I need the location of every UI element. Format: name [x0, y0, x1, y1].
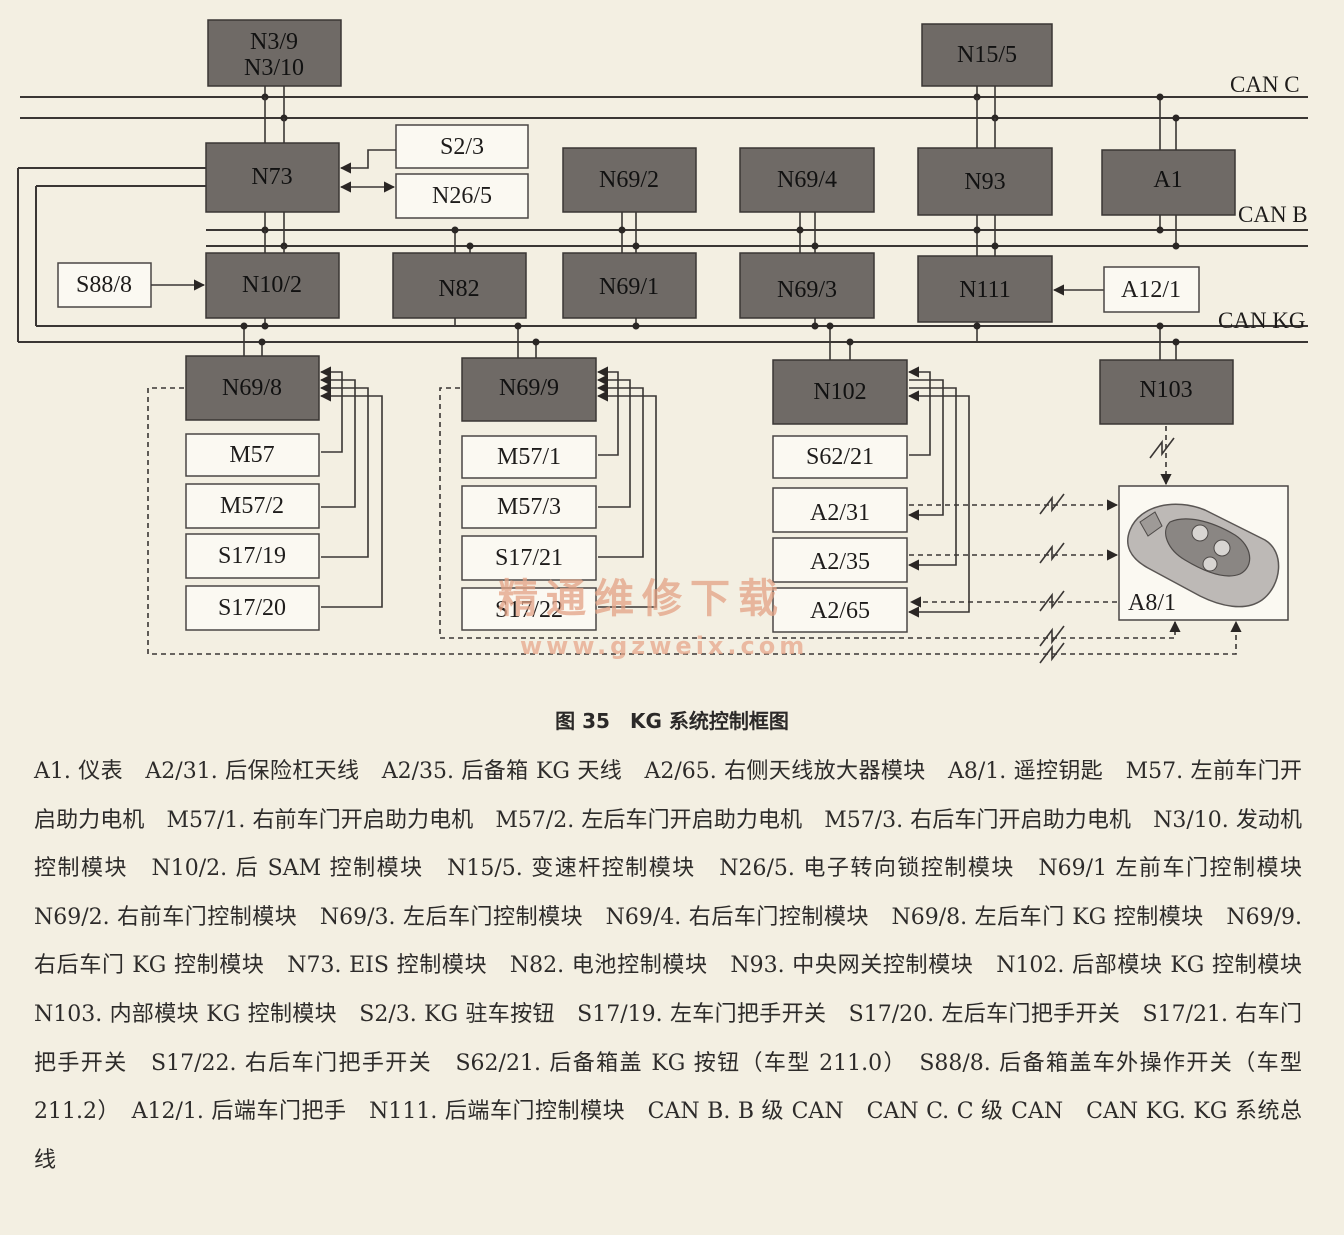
module-n10-2: N10/2: [205, 252, 340, 319]
m57-2-label: M57/2: [220, 493, 284, 519]
instrument-a1: A1: [1101, 149, 1236, 216]
can-kg-bus: [17, 167, 1308, 343]
a2-35-label: A2/35: [810, 549, 870, 575]
antenna-a2-35: A2/35: [772, 537, 908, 583]
switch-s88-8: S88/8: [57, 262, 152, 308]
module-n69-8: N69/8: [185, 355, 320, 421]
n69-1-label: N69/1: [599, 274, 659, 300]
module-n102: N102: [772, 359, 908, 425]
n69-9-wiring: [439, 366, 1181, 639]
n111-label: N111: [959, 277, 1011, 303]
antenna-a2-31: A2/31: [772, 487, 908, 533]
n10-2-label: N10/2: [242, 272, 302, 298]
s62-21-label: S62/21: [806, 444, 874, 470]
n69-8-wiring: [147, 366, 1242, 655]
m57-1-label: M57/1: [497, 444, 561, 470]
s17-22-label: S17/22: [495, 597, 563, 623]
n103-label: N103: [1139, 377, 1192, 403]
can-b-label: CAN B: [1238, 202, 1308, 227]
module-n82: N82: [392, 252, 527, 319]
s2-3-label: S2/3: [440, 134, 484, 160]
n69-4-label: N69/4: [777, 167, 837, 193]
door-handle-a12-1: A12/1: [1103, 266, 1200, 313]
button-s62-21: S62/21: [772, 435, 908, 479]
motor-m57-2: M57/2: [185, 483, 320, 529]
motor-m57-3: M57/3: [461, 485, 597, 529]
bus-taps: [240, 86, 1180, 360]
watermark-cn: 精通维修下载: [498, 576, 786, 622]
module-n69-1: N69/1: [562, 252, 697, 319]
module-n73: N73: [205, 142, 340, 213]
m57-label: M57: [229, 442, 274, 468]
n82-label: N82: [438, 276, 479, 302]
n102-label: N102: [813, 379, 866, 405]
module-n26-5: N26/5: [395, 173, 529, 219]
module-n69-4: N69/4: [739, 147, 875, 213]
a2-31-label: A2/31: [810, 500, 870, 526]
s88-8-label: S88/8: [76, 272, 132, 298]
switch-s2-3: S2/3: [395, 124, 529, 169]
module-n15-5: N15/5: [921, 23, 1053, 87]
n73-label: N73: [251, 164, 292, 190]
can-kg-label: CAN KG: [1218, 308, 1306, 333]
s2-3-to-n73-arrow: [339, 149, 396, 174]
a8-1-label: A8/1: [1128, 590, 1176, 616]
n3-9-label: N3/9: [250, 29, 298, 55]
remote-key-a8-1: A8/1: [1118, 485, 1289, 621]
can-c-bus: [20, 96, 1308, 119]
module-n3-9-n3-10: N3/9 N3/10: [207, 19, 342, 87]
module-n111: N111: [917, 255, 1053, 323]
module-n69-3: N69/3: [739, 252, 875, 319]
n103-wireless-link: [1149, 426, 1175, 486]
module-n93: N93: [917, 147, 1053, 216]
module-n103: N103: [1099, 359, 1234, 425]
can-c-label: CAN C: [1230, 72, 1300, 97]
a1-label: A1: [1153, 167, 1182, 193]
switch-s17-19: S17/19: [185, 533, 320, 579]
module-n69-9: N69/9: [461, 357, 597, 422]
can-b-bus: [206, 229, 1308, 247]
switch-s17-21: S17/21: [461, 535, 597, 581]
n102-wiring: [907, 366, 1119, 664]
n69-2-label: N69/2: [599, 167, 659, 193]
module-n69-2: N69/2: [562, 147, 697, 213]
s17-21-label: S17/21: [495, 545, 563, 571]
switch-s17-22: S17/22: [461, 587, 597, 631]
figure-legend: A1. 仪表 A2/31. 后保险杠天线 A2/35. 后备箱 KG 天线 A2…: [34, 759, 1325, 1173]
motor-m57: M57: [185, 433, 320, 477]
motor-m57-1: M57/1: [461, 435, 597, 479]
watermark-url: www.gzweix.com: [520, 632, 808, 660]
n93-label: N93: [964, 169, 1005, 195]
key-fob-icon: [1127, 503, 1280, 608]
n69-3-label: N69/3: [777, 277, 837, 303]
n26-5-label: N26/5: [432, 183, 492, 209]
s17-19-label: S17/19: [218, 543, 286, 569]
a2-65-label: A2/65: [810, 598, 870, 624]
m57-3-label: M57/3: [497, 494, 561, 520]
s17-20-label: S17/20: [218, 595, 286, 621]
n69-8-label: N69/8: [222, 375, 282, 401]
kg-system-block-diagram: CAN C CAN B CAN KG: [17, 19, 1308, 664]
switch-s17-20: S17/20: [185, 585, 320, 631]
figure-caption: 图 35 KG 系统控制框图: [555, 709, 789, 733]
a12-1-label: A12/1: [1121, 277, 1181, 303]
n15-5-label: N15/5: [957, 42, 1017, 68]
n69-9-label: N69/9: [499, 375, 559, 401]
n3-10-label: N3/10: [244, 55, 304, 81]
amplifier-a2-65: A2/65: [772, 587, 908, 633]
